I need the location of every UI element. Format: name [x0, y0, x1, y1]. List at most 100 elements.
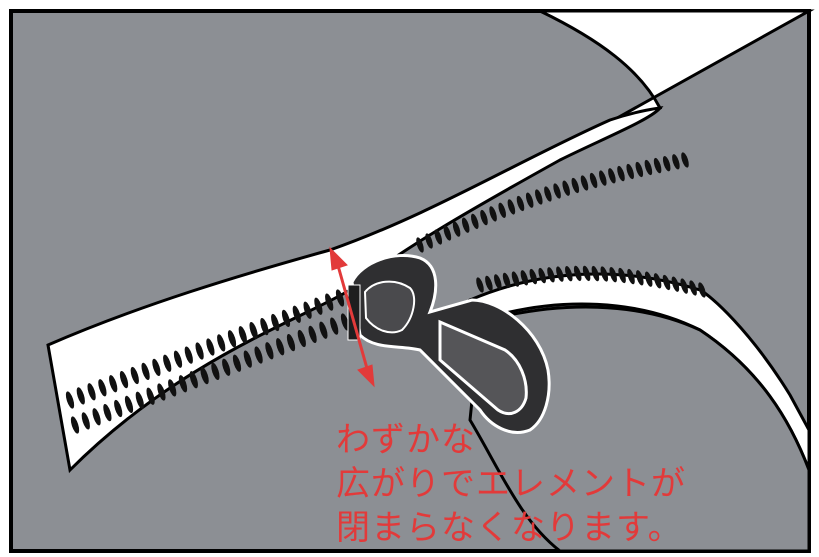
- zipper-tooth: [178, 375, 188, 393]
- zipper-tooth: [141, 362, 150, 381]
- zipper-tooth: [173, 350, 183, 368]
- zipper-tooth: [525, 192, 534, 208]
- zipper-tooth: [87, 383, 96, 401]
- zipper-tooth: [627, 268, 635, 285]
- zipper-tooth: [286, 333, 296, 352]
- zipper-tooth: [571, 177, 580, 194]
- zipper-tooth: [103, 403, 112, 422]
- zipper-tooth: [232, 354, 242, 372]
- zipper-tooth: [211, 362, 220, 381]
- zipper-tape: [46, 106, 664, 474]
- zipper-tooth: [599, 170, 607, 186]
- zipper-tooth: [498, 202, 506, 218]
- zipper-tooth: [662, 274, 671, 291]
- zipper-tooth: [281, 309, 291, 328]
- zipper-tooth: [452, 221, 461, 237]
- zipper-tooth: [681, 152, 689, 168]
- zipper-tooth: [591, 265, 600, 282]
- zipper-tooth: [249, 321, 258, 340]
- zipper-tooth: [443, 225, 452, 241]
- zipper-tooth: [260, 317, 269, 336]
- double-arrow-icon: [329, 246, 375, 388]
- zipper-tooth: [476, 277, 484, 293]
- zipper-tooth: [556, 266, 564, 282]
- zipper-tooth: [671, 276, 680, 292]
- zipper-tooth: [254, 346, 263, 364]
- zipper-tooth: [109, 375, 118, 393]
- zipper-tooth: [195, 342, 204, 360]
- zipper-slider-icon: [347, 254, 551, 434]
- zipper-tooth: [157, 383, 166, 401]
- zipper-tooth: [92, 408, 101, 426]
- zipper-tooth: [461, 217, 470, 233]
- zipper-tooth: [265, 342, 274, 360]
- zipper-tooth: [529, 268, 538, 285]
- zipper-tooth: [644, 159, 653, 176]
- zipper-tooth: [76, 387, 85, 405]
- zipper-tooth: [608, 168, 616, 184]
- zipper-tooth: [516, 195, 525, 212]
- zipper-tooth: [520, 270, 529, 286]
- zipper-tooth: [507, 199, 516, 215]
- zipper-tooth: [471, 213, 479, 230]
- zipper-tooth: [580, 175, 589, 191]
- zipper-tooth: [680, 278, 688, 294]
- zipper-tooth: [547, 267, 555, 283]
- zipper-tooth: [227, 330, 237, 348]
- zipper-tooth: [119, 370, 129, 389]
- zipper-tooth: [635, 161, 644, 178]
- zipper-tooth: [340, 313, 350, 331]
- zipper-tooth: [494, 274, 502, 290]
- zipper-tooth: [98, 379, 107, 397]
- zipper-tooth: [425, 233, 433, 249]
- zipper-tooth: [434, 229, 443, 245]
- zipper-tooth: [544, 186, 552, 202]
- zipper-tooth: [163, 354, 172, 372]
- zipper-tooth: [303, 301, 312, 319]
- zipper-tooth: [308, 325, 317, 344]
- zipper-tooth: [489, 206, 497, 222]
- zipper-tooth: [617, 165, 625, 182]
- zipper-tooth: [511, 271, 520, 287]
- zipper-tooth: [416, 237, 424, 253]
- fabric-lower: [468, 305, 811, 553]
- zipper-tooth: [325, 293, 334, 311]
- zipper-tooth: [184, 346, 193, 364]
- zipper-tooth: [292, 305, 301, 323]
- zipper-tooth: [152, 358, 161, 377]
- zipper-tooth: [589, 172, 598, 189]
- zipper-tooth: [124, 395, 134, 414]
- zipper-tooth: [538, 267, 546, 284]
- zipper-tooth: [276, 338, 285, 356]
- zipper-tooth: [130, 366, 139, 385]
- zipper-tooth: [565, 266, 573, 282]
- zipper-tooth: [319, 321, 328, 339]
- zipper-tooth: [698, 282, 706, 298]
- zipper-tooth: [146, 387, 155, 405]
- zipper-tooth: [330, 317, 339, 335]
- zipper-tooth: [662, 156, 671, 172]
- zipper-tooth: [297, 329, 306, 348]
- zipper-tooth: [238, 326, 247, 344]
- zipper-tooth: [65, 391, 75, 409]
- caption-line-3: 閉まらなくなります。: [336, 508, 683, 548]
- zipper-tooth: [485, 275, 493, 292]
- zipper-tooth: [200, 366, 209, 385]
- zipper-tooth: [480, 209, 488, 226]
- zipper-tooth: [609, 267, 617, 283]
- zipper-tooth: [222, 358, 231, 376]
- zipper-tooth: [573, 265, 582, 282]
- zipper-tooth: [206, 338, 215, 356]
- zipper-tooth: [335, 289, 345, 307]
- zipper-tooth: [189, 371, 198, 389]
- zipper-tooth: [217, 334, 226, 352]
- zipper-tooth: [626, 163, 634, 180]
- zipper-tooth: [502, 272, 511, 289]
- caption-line-2: 広がりでエレメントが: [336, 464, 686, 504]
- zipper-tooth: [535, 189, 543, 205]
- zipper-tooth: [689, 280, 697, 296]
- zipper-tooth: [653, 157, 662, 174]
- zipper-tooth: [553, 183, 561, 199]
- caption-text: わずかな 広がりでエレメントが 閉まらなくなります。: [336, 418, 686, 550]
